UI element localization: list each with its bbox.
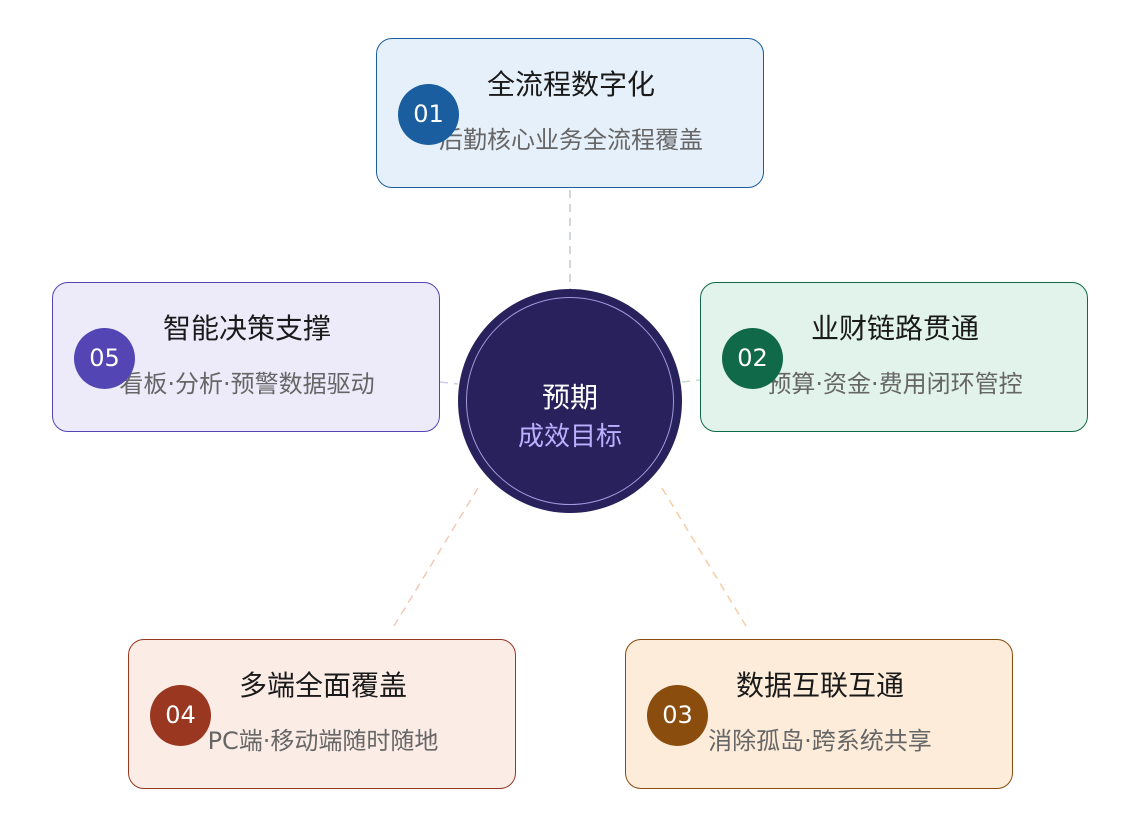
card-title: 多端全面覆盖: [238, 669, 407, 702]
card-description: 消除孤岛·跨系统共享: [708, 727, 932, 755]
goal-card-01: 全流程数字化 后勤核心业务全流程覆盖 01: [376, 38, 764, 188]
goal-card-04: 多端全面覆盖 PC端·移动端随时随地 04: [128, 639, 516, 789]
number-badge: 03: [647, 685, 708, 746]
center-hub: 预期 成效目标: [458, 289, 682, 513]
card-title: 数据互联互通: [735, 669, 904, 702]
center-hub-ring: [466, 297, 674, 505]
number-badge: 05: [74, 328, 135, 389]
card-title: 业财链路贯通: [810, 312, 979, 345]
connector-line-02: [681, 379, 701, 383]
center-title: 预期: [541, 381, 598, 414]
connector-line-05: [439, 381, 459, 385]
goal-card-02: 业财链路贯通 预算·资金·费用闭环管控 02: [700, 282, 1088, 432]
card-description: 看板·分析·预警数据驱动: [119, 370, 375, 398]
card-description: 预算·资金·费用闭环管控: [767, 370, 1023, 398]
connector-line-04: [393, 487, 479, 627]
center-subtitle: 成效目标: [517, 422, 622, 452]
card-description: PC端·移动端随时随地: [207, 727, 439, 755]
card-description: 后勤核心业务全流程覆盖: [439, 126, 703, 154]
number-badge: 04: [150, 685, 211, 746]
number-badge: 01: [398, 84, 459, 145]
goal-card-03: 数据互联互通 消除孤岛·跨系统共享 03: [625, 639, 1013, 789]
goal-card-05: 智能决策支撑 看板·分析·预警数据驱动 05: [52, 282, 440, 432]
number-badge: 02: [722, 328, 783, 389]
connector-line-03: [661, 487, 747, 627]
card-title: 全流程数字化: [486, 68, 655, 101]
card-title: 智能决策支撑: [162, 312, 331, 345]
